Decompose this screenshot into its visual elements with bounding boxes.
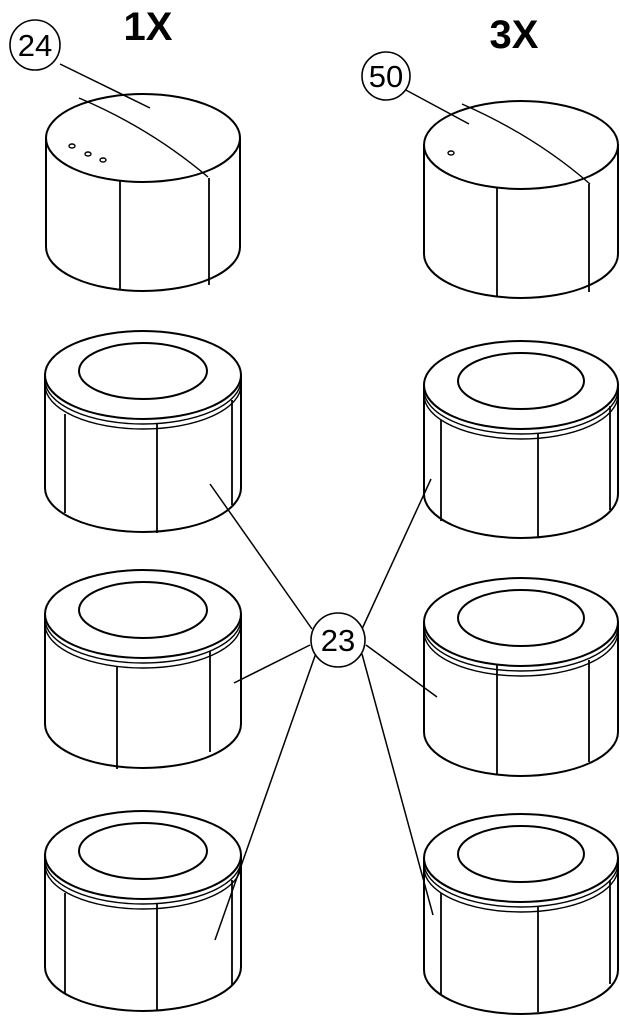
callout-50-label: 50 bbox=[369, 59, 403, 94]
right-cap bbox=[423, 100, 619, 299]
left-column-header: 1X bbox=[124, 5, 173, 49]
right-ring-3 bbox=[423, 813, 619, 1015]
cap-hole bbox=[84, 151, 92, 157]
cap-hole bbox=[68, 143, 76, 149]
left-ring-2 bbox=[44, 569, 242, 769]
left-ring-1 bbox=[44, 330, 242, 533]
callout-50: 50 bbox=[361, 51, 411, 101]
cap-hole bbox=[99, 157, 107, 163]
right-ring-2 bbox=[423, 577, 619, 777]
callout-24-label: 24 bbox=[18, 28, 52, 63]
left-ring-3 bbox=[44, 810, 242, 1012]
left-cap bbox=[45, 93, 241, 292]
leader-lines-23 bbox=[209, 478, 438, 941]
callout-23: 23 bbox=[310, 612, 366, 668]
leader-line-24 bbox=[59, 63, 151, 109]
leader-line-50 bbox=[403, 88, 470, 125]
cap-hole bbox=[447, 150, 455, 156]
callout-23-label: 23 bbox=[321, 623, 355, 658]
right-ring-1 bbox=[423, 340, 619, 539]
right-column-header: 3X bbox=[490, 13, 539, 57]
callout-24: 24 bbox=[9, 19, 61, 71]
